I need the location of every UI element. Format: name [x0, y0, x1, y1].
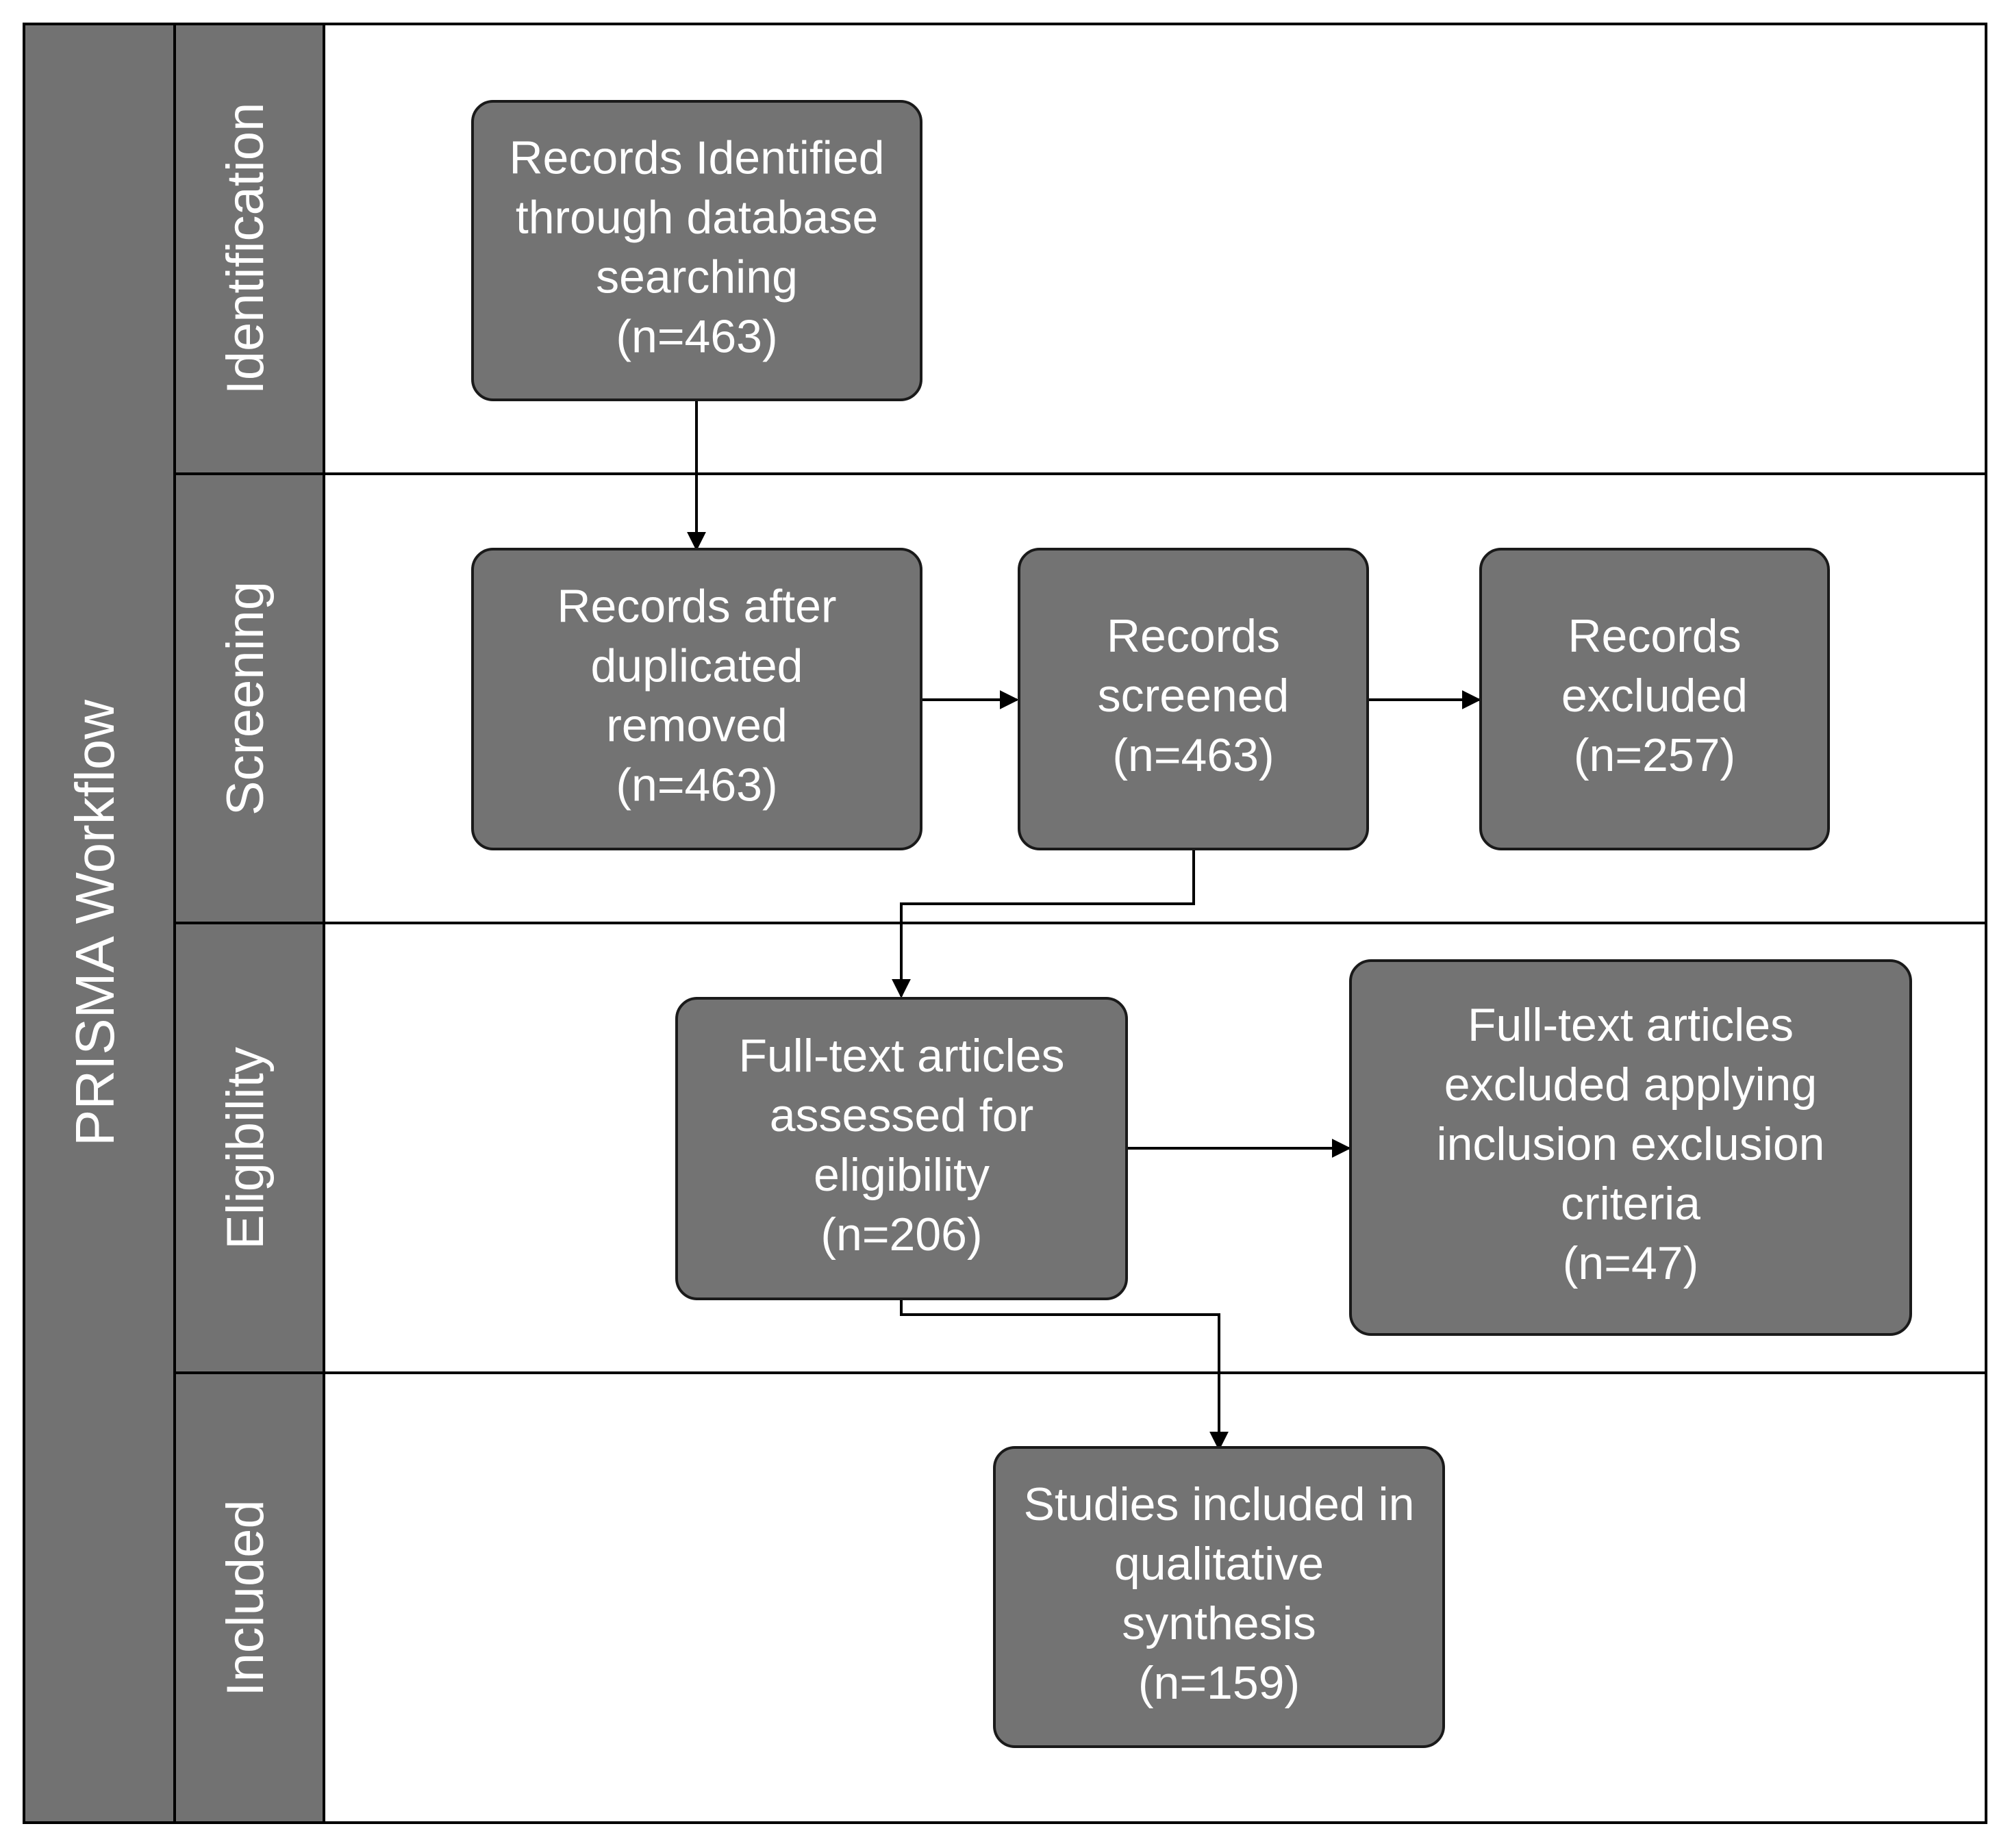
box-shape: [471, 548, 922, 850]
box-text-line: (n=463): [616, 310, 777, 362]
box-text-line: criteria: [1561, 1178, 1700, 1230]
lane-label: Included: [216, 1499, 275, 1696]
box-shape: [675, 997, 1128, 1300]
box-identified: Records Identified through database search…: [471, 100, 922, 401]
box-text-line: (n=159): [1138, 1657, 1300, 1709]
box-fulltext-excluded: Full-text articles excluded applying inclu…: [1349, 959, 1912, 1336]
box-shape: [993, 1446, 1445, 1748]
box-text-line: Records Identified: [509, 131, 884, 183]
lane-screening: Screening: [173, 472, 325, 924]
box-text-line: assessed for: [770, 1089, 1034, 1141]
box-text-line: searching: [596, 251, 798, 303]
lane-included: Included: [173, 1371, 325, 1824]
box-shape: [1349, 959, 1912, 1336]
box-text-line: Records: [1107, 610, 1280, 662]
lane-eligibility: Eligibility: [173, 922, 325, 1374]
box-text-line: (n=206): [820, 1208, 982, 1261]
box-text-line: qualitative: [1114, 1538, 1324, 1590]
box-text-line: inclusion exclusion: [1437, 1118, 1825, 1170]
box-excluded: Records excluded (n=257): [1479, 548, 1830, 850]
workflow-title-panel: [23, 23, 176, 1824]
lane-label-panel: [173, 922, 325, 1374]
lane-label-panel: [173, 1371, 325, 1824]
connectors: [687, 400, 1481, 1451]
box-shape: [1479, 548, 1830, 850]
box-included: Studies included in qualitative synthesis (…: [993, 1446, 1445, 1748]
lane-label: Screening: [216, 581, 275, 815]
box-text-line: Records: [1568, 610, 1741, 662]
arrow-screened-to-fulltext: [892, 849, 1195, 998]
box-fulltext-assessed: Full-text articles assessed for eligibilit…: [675, 997, 1128, 1300]
box-text-line: Records after: [557, 580, 836, 632]
box-text-line: Studies included in: [1024, 1478, 1415, 1530]
lane-label: Eligibility: [216, 1047, 275, 1250]
box-after-duplicates: Records after duplicated removed (n=463): [471, 548, 922, 850]
lane-label: Identification: [216, 103, 275, 395]
box-text-line: (n=463): [616, 759, 777, 811]
box-screened: Records screened (n=463): [1018, 548, 1369, 850]
lane-label-panel: [173, 472, 325, 924]
box-text-line: synthesis: [1122, 1597, 1316, 1649]
box-text-line: excluded: [1561, 670, 1748, 722]
box-text-line: screened: [1098, 670, 1290, 722]
box-text-line: Full-text articles: [1468, 999, 1794, 1051]
box-text-line: through database: [516, 191, 878, 243]
box-text-line: (n=257): [1574, 729, 1735, 781]
workflow-title: PRISMA Workflow: [64, 700, 125, 1146]
box-text-line: removed: [606, 699, 788, 751]
box-text-line: (n=463): [1112, 729, 1274, 781]
box-shape: [471, 100, 922, 401]
lane-label-panel: [173, 23, 325, 475]
box-text-line: (n=47): [1563, 1237, 1698, 1289]
box-text-line: eligibility: [814, 1149, 990, 1201]
arrow-fulltext-to-included: [900, 1299, 1229, 1451]
box-text-line: excluded applying: [1444, 1059, 1817, 1111]
box-text-line: duplicated: [590, 640, 803, 692]
lane-identification: Identification: [173, 23, 325, 475]
box-shape: [1018, 548, 1369, 850]
box-text-line: Full-text articles: [738, 1030, 1064, 1082]
